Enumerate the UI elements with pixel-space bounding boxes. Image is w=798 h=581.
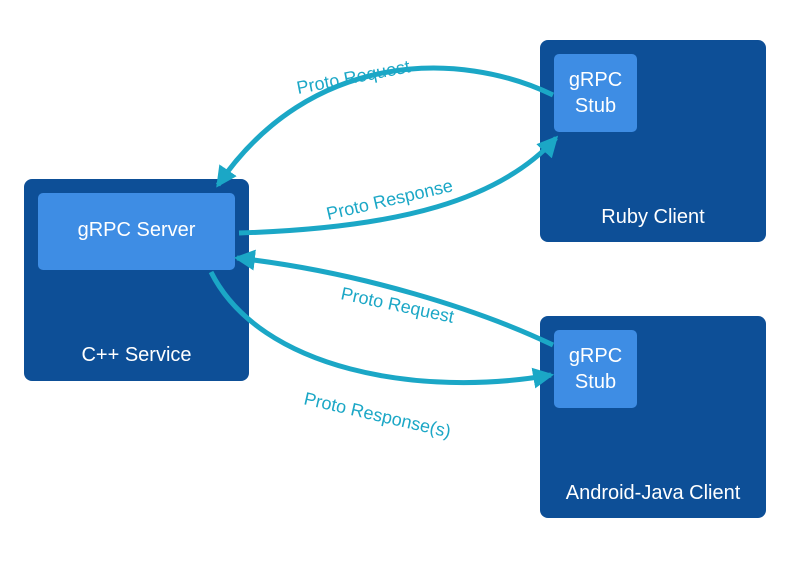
android-stub-line2: Stub bbox=[574, 371, 617, 393]
android-client-label: Android-Java Client bbox=[565, 482, 741, 504]
ruby-client-box: gRPC Stub Ruby Client bbox=[540, 40, 766, 242]
ruby-stub-line1: gRPC bbox=[568, 69, 623, 91]
ruby-request-label: Proto Request bbox=[295, 56, 412, 98]
cpp-service-box: gRPC Server C++ Service bbox=[24, 179, 249, 381]
grpc-server-label: gRPC Server bbox=[77, 219, 196, 241]
android-grpc-stub-box: gRPC Stub bbox=[554, 330, 637, 408]
ruby-request-arrow bbox=[215, 65, 555, 188]
android-response-label: Proto Response(s) bbox=[302, 388, 453, 441]
grpc-server-box: gRPC Server bbox=[38, 193, 235, 270]
ruby-response-arrow bbox=[238, 135, 559, 236]
ruby-stub-line2: Stub bbox=[574, 95, 617, 117]
android-stub-line1: gRPC bbox=[568, 345, 623, 367]
cpp-service-label: C++ Service bbox=[81, 344, 192, 366]
android-response-arrow bbox=[208, 270, 555, 389]
ruby-client-label: Ruby Client bbox=[601, 206, 705, 228]
android-request-arrow bbox=[233, 249, 555, 348]
android-client-box: gRPC Stub Android-Java Client bbox=[540, 316, 766, 518]
ruby-grpc-stub-box: gRPC Stub bbox=[554, 54, 637, 132]
